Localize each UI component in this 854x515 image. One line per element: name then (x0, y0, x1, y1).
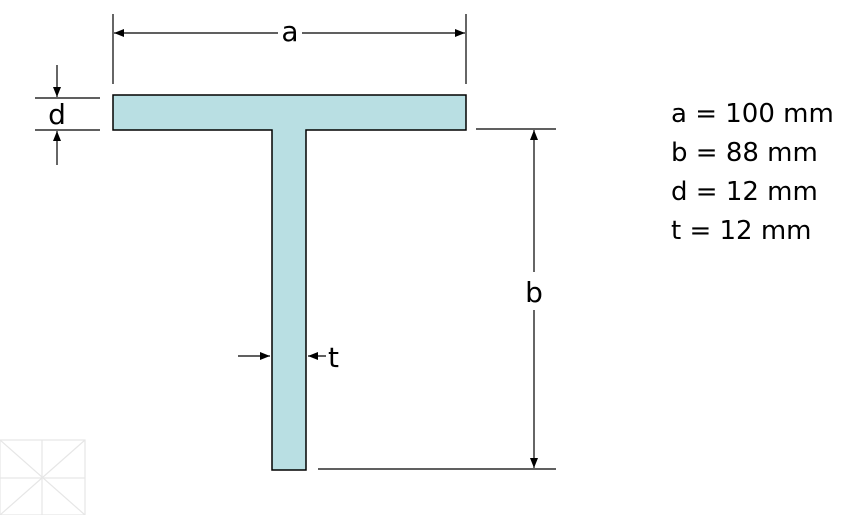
dimension-a: a (112, 14, 467, 84)
dimension-d: d (35, 65, 100, 165)
dimension-a-label: a (281, 15, 298, 48)
dimension-b: b (318, 128, 556, 470)
spec-d: d = 12 mm (671, 177, 818, 207)
dimension-t: t (238, 341, 339, 374)
spec-t: t = 12 mm (671, 216, 812, 246)
dimension-d-label: d (48, 98, 66, 131)
watermark-grid (0, 439, 86, 515)
t-section-shape (112, 94, 467, 471)
spec-a: a = 100 mm (671, 99, 834, 129)
dimension-b-label: b (525, 276, 543, 309)
spec-list: a = 100 mm b = 88 mm d = 12 mm t = 12 mm (671, 99, 834, 246)
dimension-t-label: t (328, 341, 339, 374)
spec-b: b = 88 mm (671, 138, 818, 168)
